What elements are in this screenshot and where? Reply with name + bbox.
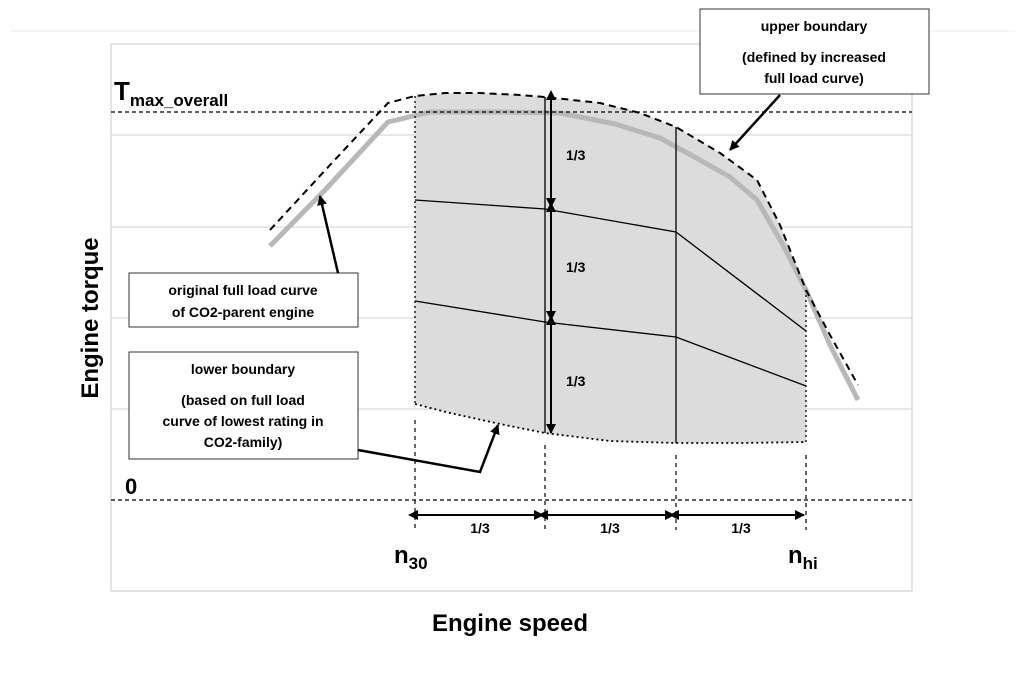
n30-label-sub: 30 — [409, 554, 428, 573]
original-curve-callout: original full load curve of CO2-parent e… — [128, 272, 359, 328]
tmax-label-main: T — [114, 76, 130, 106]
lower-boundary-curve — [414, 403, 807, 444]
vertical-fraction-label-2: 1/3 — [566, 259, 586, 275]
upper-boundary-callout: upper boundary (defined by increased ful… — [699, 8, 930, 95]
horizontal-fraction-label-2: 1/3 — [600, 520, 620, 536]
x-axis-label: Engine speed — [432, 610, 588, 637]
n30-label: n30 — [394, 542, 428, 573]
upper-boundary-curve — [269, 92, 859, 386]
upper-boundary-line1: (defined by increased — [742, 49, 886, 65]
lower-boundary-title: lower boundary — [191, 361, 295, 377]
nhi-label: nhi — [788, 542, 818, 573]
vertical-fraction-label-1: 1/3 — [566, 147, 586, 163]
torque-one-third-line — [414, 300, 807, 387]
horizontal-fraction-label-1: 1/3 — [470, 520, 490, 536]
lower-boundary-line2: curve of lowest rating in — [162, 413, 323, 429]
nhi-label-sub: hi — [803, 554, 818, 573]
upper-boundary-title: upper boundary — [761, 18, 868, 34]
vertical-fraction-label-3: 1/3 — [566, 373, 586, 389]
tmax-label-sub: max_overall — [130, 91, 228, 110]
n30-label-main: n — [394, 542, 409, 569]
lower-boundary-line1: (based on full load — [181, 392, 305, 408]
original-curve-line1: original full load curve — [168, 282, 318, 298]
upper-boundary-line2: full load curve) — [764, 70, 864, 86]
lower-boundary-line3: CO2-family) — [204, 434, 283, 450]
original-curve-line2: of CO2-parent engine — [172, 304, 315, 320]
lower-boundary-pointer — [357, 424, 500, 474]
nhi-label-main: n — [788, 542, 803, 569]
lower-boundary-callout: lower boundary (based on full load curve… — [128, 351, 359, 460]
zero-label: 0 — [125, 474, 137, 499]
torque-two-thirds-line — [414, 199, 807, 332]
original-full-load-curve — [268, 109, 861, 402]
tmax-label: Tmax_overall — [114, 76, 228, 110]
upper-boundary-pointer — [729, 94, 781, 151]
y-axis-label: Engine torque — [77, 237, 104, 398]
original-curve-pointer — [317, 195, 340, 274]
shaded-area — [415, 93, 806, 443]
horizontal-fraction-label-3: 1/3 — [731, 520, 751, 536]
